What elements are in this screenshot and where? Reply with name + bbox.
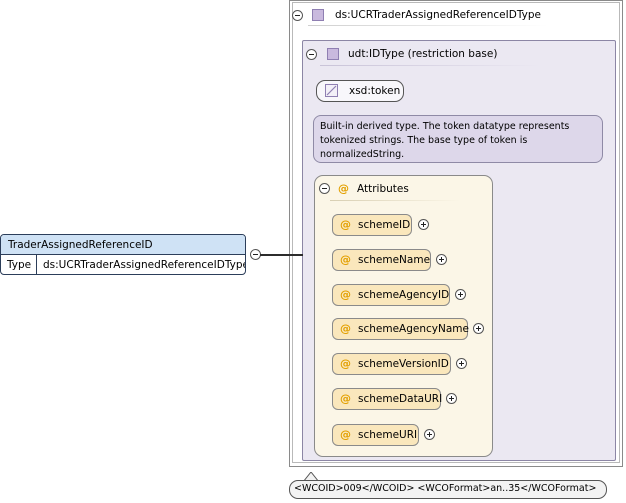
- attribute-name: schemeURI: [358, 429, 418, 441]
- attribute-name: schemeAgencyName: [358, 323, 469, 335]
- element-name: TraderAssignedReferenceID: [8, 239, 153, 251]
- expand-attribute-plus-icon[interactable]: [424, 429, 435, 440]
- annotation-text: <WCOID>009</WCOID> <WCOFormat>an..35</WC…: [294, 483, 597, 494]
- expand-attribute-plus-icon[interactable]: [436, 254, 447, 265]
- expand-attribute-plus-icon[interactable]: [455, 289, 466, 300]
- attribute-scheme-data-uri[interactable]: @ schemeDataURI: [332, 388, 443, 410]
- attribute-at-icon: @: [340, 218, 351, 231]
- callout-tail: [303, 472, 319, 482]
- attribute-at-icon: @: [340, 288, 351, 301]
- attribute-scheme-version-id[interactable]: @ schemeVersionID: [332, 353, 451, 375]
- annotation-callout: <WCOID>009</WCOID> <WCOFormat>an..35</WC…: [289, 480, 607, 499]
- collapse-restriction-toggle-icon[interactable]: [306, 49, 317, 60]
- base-type-box[interactable]: [316, 80, 404, 102]
- attribute-name: schemeID: [358, 219, 411, 231]
- attribute-at-icon: @: [340, 392, 351, 405]
- attribute-at-icon: @: [340, 322, 351, 335]
- simple-type-icon: [325, 84, 338, 97]
- attribute-name: schemeName: [358, 254, 431, 266]
- element-type-label: Type: [7, 259, 32, 271]
- element-box[interactable]: TraderAssignedReferenceID Type ds:UCRTra…: [0, 234, 246, 275]
- attribute-scheme-agency-name[interactable]: @ schemeAgencyName: [332, 318, 469, 340]
- expand-attribute-plus-icon[interactable]: [473, 323, 484, 334]
- attribute-at-icon: @: [340, 357, 351, 370]
- complex-type-title: ds:UCRTraderAssignedReferenceIDType: [335, 9, 541, 21]
- divider: [320, 65, 540, 66]
- element-type-value: ds:UCRTraderAssignedReferenceIDType: [43, 259, 246, 271]
- attribute-scheme-uri[interactable]: @ schemeURI: [332, 424, 419, 446]
- attribute-scheme-name[interactable]: @ schemeName: [332, 249, 431, 271]
- attribute-name: schemeAgencyID: [358, 289, 450, 301]
- documentation-box: Built-in derived type. The token datatyp…: [313, 115, 603, 163]
- element-type-key-cell: [1, 255, 37, 274]
- complex-type-icon: [312, 9, 324, 21]
- attribute-scheme-agency-id[interactable]: @ schemeAgencyID: [332, 284, 450, 306]
- connector-line: [260, 254, 303, 256]
- divider: [308, 25, 548, 26]
- expand-attribute-plus-icon[interactable]: [446, 393, 457, 404]
- attribute-at-icon: @: [340, 253, 351, 266]
- divider: [330, 200, 460, 201]
- expand-attribute-plus-icon[interactable]: [418, 219, 429, 230]
- attribute-at-icon: @: [340, 428, 351, 441]
- attribute-at-icon: @: [338, 182, 349, 195]
- attribute-name: schemeVersionID: [358, 358, 449, 370]
- attributes-group-title: Attributes: [357, 183, 409, 195]
- collapse-type-toggle-icon[interactable]: [292, 10, 303, 21]
- collapse-attributes-toggle-icon[interactable]: [319, 183, 330, 194]
- complex-type-inner-frame: [292, 2, 620, 463]
- element-header: [1, 235, 245, 255]
- restriction-type-icon: [327, 48, 339, 60]
- expand-attribute-plus-icon[interactable]: [456, 358, 467, 369]
- attribute-scheme-id[interactable]: @ schemeID: [332, 214, 412, 236]
- attribute-name: schemeDataURI: [358, 393, 443, 405]
- documentation-text: Built-in derived type. The token datatyp…: [320, 121, 570, 160]
- base-type-label: xsd:token: [349, 85, 401, 97]
- restriction-title: udt:IDType (restriction base): [348, 48, 498, 60]
